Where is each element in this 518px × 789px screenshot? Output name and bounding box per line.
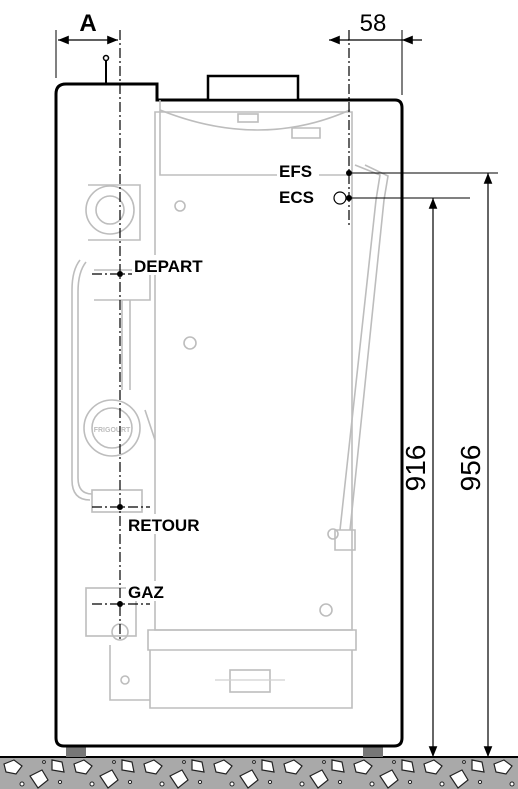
boiler-foot-right (363, 746, 383, 757)
dimension-916-label: 916 (400, 445, 431, 492)
dimension-956-label: 956 (455, 445, 486, 492)
efs-label: EFS (279, 162, 312, 181)
ecs-label: ECS (279, 188, 314, 207)
circulator-pump: FRIGOURT (83, 399, 141, 457)
gaz-label: GAZ (128, 583, 164, 602)
dimension-58 (329, 30, 422, 95)
dimension-58-label: 58 (360, 10, 387, 37)
flue-outlet (206, 74, 300, 102)
floor (0, 756, 518, 789)
pump-brand-label: FRIGOURT (94, 427, 131, 434)
boiler-foot-left (66, 746, 86, 757)
boiler-casing (54, 82, 404, 748)
top-sensor (102, 54, 110, 84)
internal-components (71, 100, 389, 709)
dimension-a (55, 30, 118, 78)
retour-label: RETOUR (128, 516, 199, 535)
dimension-a-label: A (79, 10, 96, 37)
depart-label: DEPART (134, 257, 203, 276)
connection-markers (92, 170, 352, 607)
